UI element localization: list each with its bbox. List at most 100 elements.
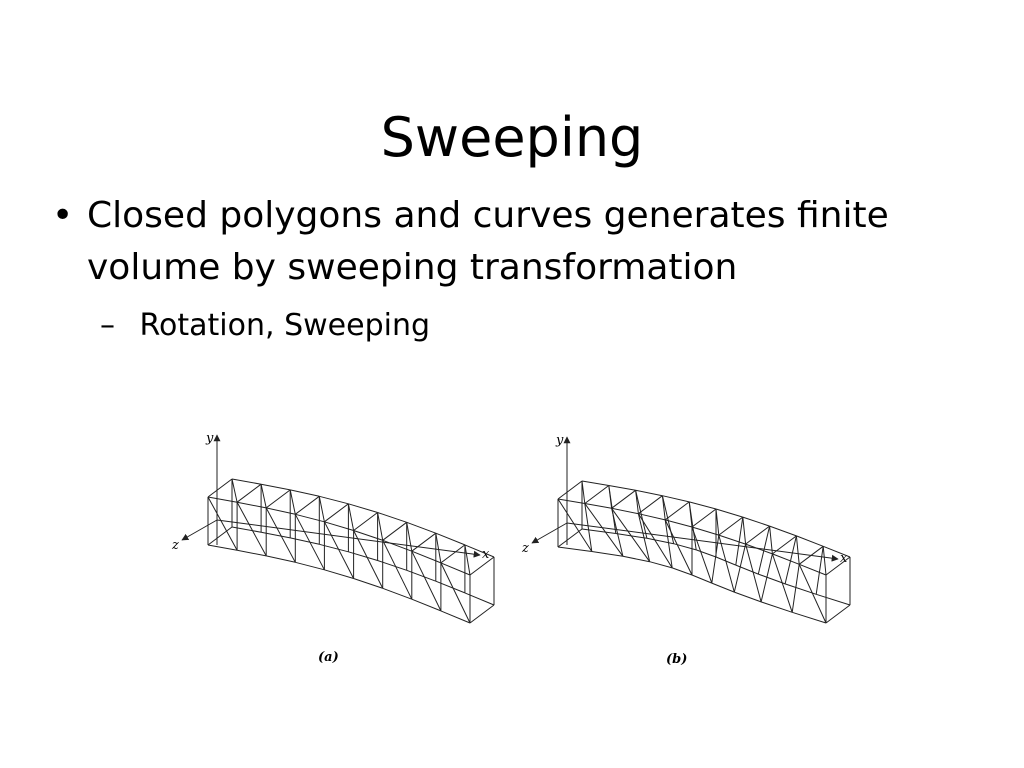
mesh-edge-89 bbox=[798, 564, 827, 624]
mesh-edge-78 bbox=[464, 544, 495, 558]
mesh-edge-65 bbox=[745, 525, 770, 545]
mesh-edge-61 bbox=[406, 569, 436, 582]
mesh-edge-43 bbox=[696, 549, 717, 558]
mesh-edge-20 bbox=[265, 489, 291, 509]
sweep-figure-svg: y x z (a) y x z (b) bbox=[171, 431, 851, 667]
mesh-edge-36 bbox=[661, 495, 666, 520]
mesh-edge-59 bbox=[718, 534, 746, 545]
mesh-edge-74 bbox=[440, 544, 466, 564]
panel-a: y x z (a) bbox=[171, 431, 495, 665]
mesh-edge-7 bbox=[581, 528, 616, 534]
mesh-edge-3 bbox=[557, 528, 583, 548]
panel-b-axes: y x z bbox=[521, 433, 848, 566]
mesh-edge-26 bbox=[265, 507, 296, 563]
mesh-edge-71 bbox=[745, 543, 762, 603]
mesh-edge-36 bbox=[318, 496, 325, 522]
mesh-edge-76 bbox=[760, 601, 793, 613]
mesh-edge-40 bbox=[324, 569, 354, 579]
mesh-edge-8 bbox=[557, 498, 593, 552]
mesh-edge-79 bbox=[784, 583, 817, 595]
panel-b-mesh bbox=[557, 480, 851, 624]
mesh-edge-65 bbox=[411, 532, 437, 552]
mesh-edge-23 bbox=[611, 507, 639, 515]
mesh-edge-38 bbox=[324, 503, 349, 523]
mesh-edge-85 bbox=[792, 611, 827, 624]
mesh-edge-8 bbox=[207, 496, 238, 551]
mesh-edge-6 bbox=[581, 480, 609, 486]
mesh-edge-76 bbox=[440, 610, 471, 624]
mesh-edge-38 bbox=[664, 501, 690, 521]
mesh-edge-87 bbox=[823, 545, 851, 558]
panel-b: y x z (b) bbox=[521, 433, 851, 667]
mesh-edge-42 bbox=[348, 503, 378, 513]
mesh-edge-62 bbox=[718, 534, 735, 593]
mesh-edge-90 bbox=[822, 546, 827, 576]
mesh-edge-50 bbox=[353, 530, 383, 541]
mesh-edge-34 bbox=[319, 543, 349, 553]
mesh-edge-3 bbox=[207, 526, 233, 546]
mesh-edge-53 bbox=[353, 530, 384, 589]
mesh-edge-52 bbox=[377, 560, 407, 571]
mesh-edge-53 bbox=[691, 526, 713, 584]
mesh-edge-45 bbox=[347, 503, 355, 531]
mesh-edge-79 bbox=[464, 592, 495, 606]
mesh-edge-54 bbox=[715, 508, 720, 536]
mesh-edge-67 bbox=[734, 591, 762, 603]
panel-b-z-axis bbox=[531, 522, 568, 544]
mesh-edge-23 bbox=[266, 507, 296, 515]
mesh-edge-41 bbox=[324, 521, 354, 531]
mesh-edge-58 bbox=[382, 587, 412, 600]
mesh-edge-19 bbox=[611, 508, 624, 557]
mesh-edge-68 bbox=[411, 550, 442, 564]
mesh-edge-35 bbox=[637, 513, 673, 569]
mesh-edge-26 bbox=[611, 508, 651, 562]
mesh-edge-9 bbox=[581, 480, 586, 504]
mesh-edge-44 bbox=[323, 521, 355, 579]
panel-a-z-axis bbox=[181, 519, 218, 541]
mesh-edge-81 bbox=[795, 535, 800, 565]
mesh-edge-30 bbox=[661, 495, 675, 544]
mesh-edge-47 bbox=[691, 508, 717, 528]
mesh-edge-80 bbox=[440, 562, 471, 624]
mesh-edge-51 bbox=[377, 512, 407, 523]
mesh-edge-61 bbox=[735, 564, 759, 575]
mesh-edge-83 bbox=[469, 556, 495, 576]
mesh-edge-13 bbox=[591, 551, 623, 557]
mesh-edge-1 bbox=[557, 480, 583, 500]
panel-b-x-label: x bbox=[840, 551, 848, 566]
mesh-edge-81 bbox=[464, 544, 471, 576]
mesh-edge-17 bbox=[584, 503, 624, 557]
mesh-edge-5 bbox=[557, 498, 585, 504]
mesh-edge-31 bbox=[649, 561, 673, 569]
slide-title: Sweeping bbox=[380, 106, 644, 169]
mesh-edge-6 bbox=[231, 478, 262, 485]
bullet-item: • Closed polygons and curves generates f… bbox=[52, 190, 992, 294]
mesh-edge-42 bbox=[689, 501, 717, 510]
mesh-edge-13 bbox=[237, 549, 267, 557]
bullet-marker: • bbox=[52, 195, 74, 236]
panel-a-z-label: z bbox=[171, 538, 179, 553]
mesh-edge-27 bbox=[289, 489, 296, 515]
mesh-edge-7 bbox=[231, 526, 262, 533]
mesh-edge-1 bbox=[207, 478, 233, 498]
panel-a-y-label: y bbox=[205, 431, 214, 446]
mesh-edge-72 bbox=[435, 533, 442, 563]
mesh-edge-29 bbox=[295, 495, 320, 515]
panel-a-caption: (a) bbox=[318, 650, 339, 665]
mesh-edge-44 bbox=[664, 519, 693, 576]
mesh-edge-67 bbox=[411, 598, 442, 612]
mesh-edge-78 bbox=[796, 535, 824, 547]
mesh-edge-29 bbox=[638, 495, 663, 515]
mesh-edge-35 bbox=[294, 514, 325, 571]
mesh-edge-57 bbox=[735, 517, 744, 566]
mesh-edge-16 bbox=[261, 531, 291, 539]
mesh-edge-75 bbox=[784, 535, 797, 585]
mesh-edge-22 bbox=[266, 555, 296, 563]
mesh-edge-70 bbox=[758, 573, 786, 585]
mesh-edge-64 bbox=[733, 543, 747, 593]
mesh-edge-14 bbox=[237, 501, 267, 509]
mesh-edge-63 bbox=[406, 522, 413, 552]
sweep-figure: y x z (a) y x z (b) bbox=[160, 425, 860, 695]
mesh-edge-56 bbox=[718, 516, 744, 536]
mesh-edge-66 bbox=[757, 525, 771, 575]
